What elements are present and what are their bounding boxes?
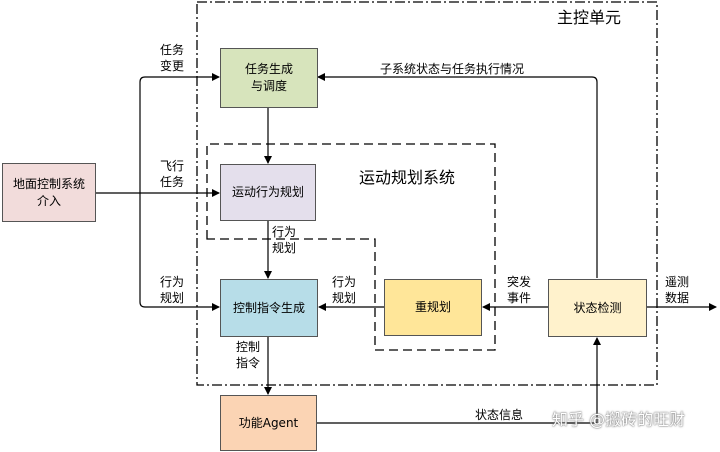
- ground-control-node: 地面控制系统 介入: [2, 163, 96, 222]
- edge-agent-to-state: [317, 337, 601, 424]
- task-gen-node: 任务生成 与调度: [220, 48, 318, 108]
- label-task-change: 任务 变更: [160, 43, 185, 73]
- control-cmd-node: 控制指令生成: [220, 279, 318, 337]
- edge-state-to-task-gen: [317, 73, 598, 278]
- motion-planning-border: [206, 143, 496, 351]
- label-flight-task: 飞行 任务: [160, 159, 185, 189]
- label-state-info: 状态信息: [475, 408, 524, 422]
- edge-bus-to-control-cmd: [139, 193, 220, 311]
- function-agent-node: 功能Agent: [220, 395, 317, 451]
- motion-behavior-node: 运动行为规划: [220, 164, 316, 221]
- label-emergency: 突发 事件: [507, 275, 532, 305]
- label-behavior-plan-mid: 行为 规划: [272, 225, 297, 255]
- label-telemetry: 遥测 数据: [665, 275, 690, 305]
- replan-node: 重规划: [384, 279, 482, 336]
- label-behavior-plan-right: 行为 规划: [332, 275, 357, 305]
- motion-planning-title: 运动规划系统: [359, 168, 456, 187]
- main-control-unit-title: 主控单元: [557, 8, 622, 27]
- label-behavior-plan-left: 行为 规划: [160, 275, 185, 305]
- label-control-cmd: 控制 指令: [236, 340, 261, 370]
- edge-bus-to-task-gen: [139, 73, 220, 193]
- label-subsystem-status: 子系统状态与任务执行情况: [380, 62, 525, 76]
- state-detect-node: 状态检测: [548, 279, 647, 337]
- watermark: 知乎 @搬砖的旺财: [552, 410, 686, 429]
